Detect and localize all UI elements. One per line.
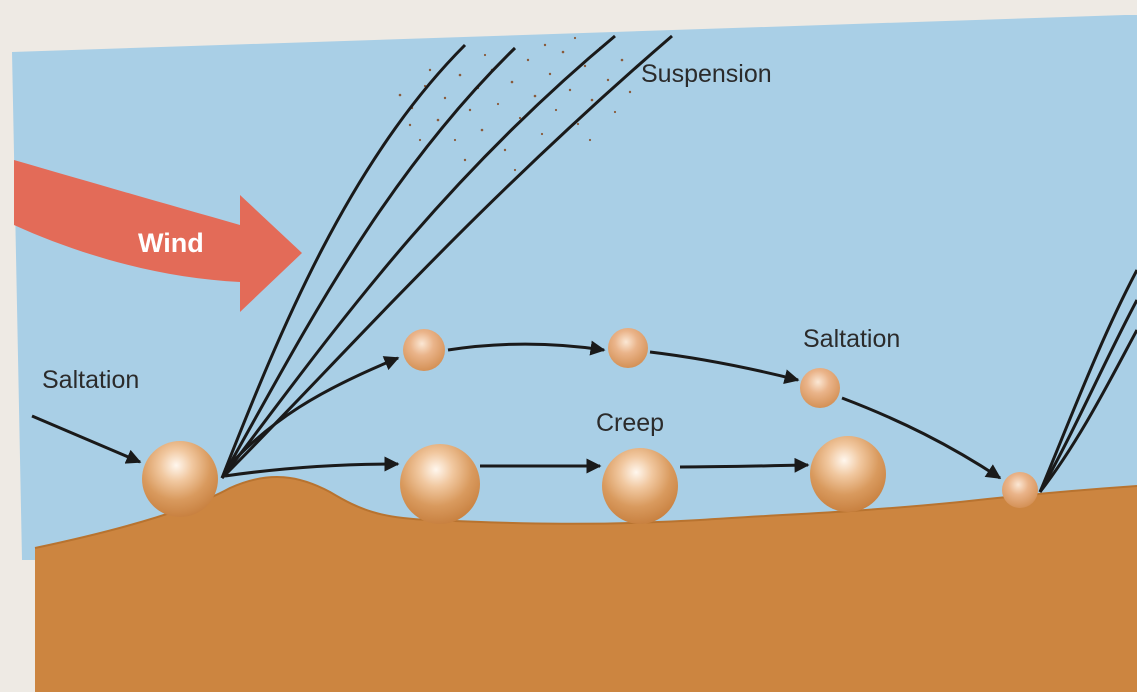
grain-hop-3 [800,368,840,408]
saltation-label-right: Saltation [803,325,900,354]
grain-launch [142,441,218,517]
creep-label: Creep [596,409,664,438]
grain-creep-3 [810,436,886,512]
grain-creep-2 [602,448,678,524]
grain-landing [1002,472,1038,508]
grain-hop-2 [608,328,648,368]
saltation-label-left: Saltation [42,366,139,395]
wind-label: Wind [138,228,204,259]
grain-creep-1 [400,444,480,524]
suspension-label: Suspension [641,60,772,89]
grain-hop-1 [403,329,445,371]
